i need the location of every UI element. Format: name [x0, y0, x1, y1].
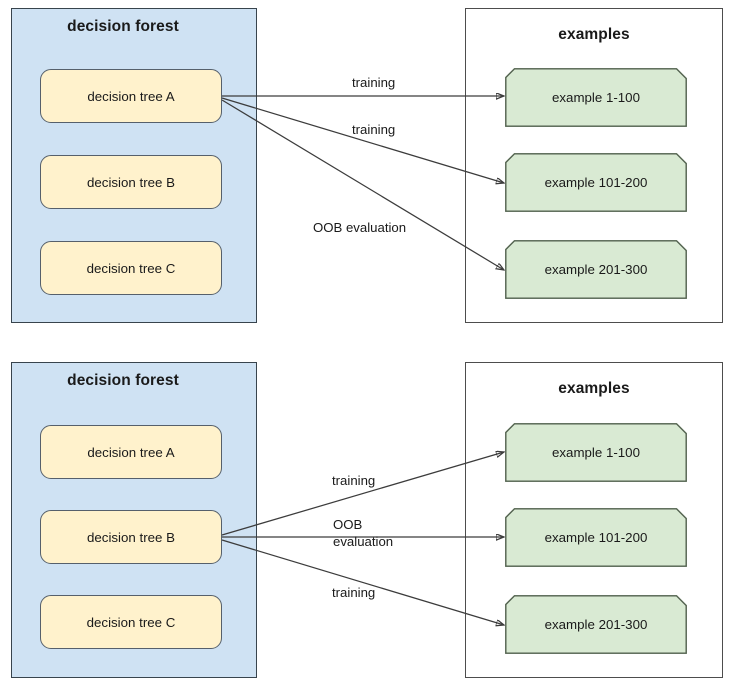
- decision-forest-title-bottom: decision forest: [67, 372, 179, 389]
- edge-label-oob-top: OOB evaluation: [313, 220, 407, 235]
- example-node-label: example 1-100: [552, 90, 640, 105]
- tree-node-label: decision tree C: [86, 614, 176, 630]
- example-node-1-bottom[interactable]: example 1-100: [505, 423, 687, 482]
- example-node-label: example 101-200: [544, 175, 648, 190]
- examples-title-bottom: examples: [558, 380, 630, 397]
- example-node-label: example 101-200: [544, 530, 648, 545]
- tree-node-a-top[interactable]: decision tree A: [40, 69, 222, 123]
- tree-node-b-top[interactable]: decision tree B: [40, 155, 222, 209]
- examples-title-top: examples: [558, 26, 630, 43]
- tree-node-c-bottom[interactable]: decision tree C: [40, 595, 222, 649]
- tree-node-label: decision tree B: [87, 174, 175, 190]
- edge-label-oob-line2: evaluation: [333, 533, 394, 549]
- edge-label-training-2-bottom: training: [332, 585, 376, 600]
- tree-node-c-top[interactable]: decision tree C: [40, 241, 222, 295]
- example-node-label: example 201-300: [544, 262, 648, 277]
- edge-label-oob-line1: OOB: [333, 517, 363, 532]
- tree-node-label: decision tree A: [87, 88, 175, 104]
- edge-label-training-2-top: training: [352, 122, 396, 137]
- tree-node-label: decision tree C: [86, 260, 176, 276]
- tree-node-a-bottom[interactable]: decision tree A: [40, 425, 222, 479]
- example-node-2-bottom[interactable]: example 101-200: [505, 508, 687, 567]
- decision-forest-title-top: decision forest: [67, 18, 179, 35]
- edge-label-oob-bottom: OOB evaluation: [333, 517, 393, 550]
- example-node-2-top[interactable]: example 101-200: [505, 153, 687, 212]
- tree-node-label: decision tree B: [87, 529, 175, 545]
- example-node-label: example 1-100: [552, 445, 640, 460]
- edge-label-training-1-bottom: training: [332, 473, 376, 488]
- edge-arrows-bottom: [221, 345, 737, 685]
- example-node-3-top[interactable]: example 201-300: [505, 240, 687, 299]
- edge-arrows-top: [221, 0, 737, 340]
- edge-label-training-1-top: training: [352, 75, 396, 90]
- example-node-3-bottom[interactable]: example 201-300: [505, 595, 687, 654]
- tree-node-b-bottom[interactable]: decision tree B: [40, 510, 222, 564]
- examples-container-top: [465, 8, 723, 323]
- tree-node-label: decision tree A: [87, 444, 175, 460]
- diagram-panel-top: decision forest decision tree A decision…: [0, 0, 737, 340]
- example-node-1-top[interactable]: example 1-100: [505, 68, 687, 127]
- examples-container-bottom: [465, 362, 723, 678]
- diagram-panel-bottom: decision forest decision tree A decision…: [0, 345, 737, 685]
- example-node-label: example 201-300: [544, 617, 648, 632]
